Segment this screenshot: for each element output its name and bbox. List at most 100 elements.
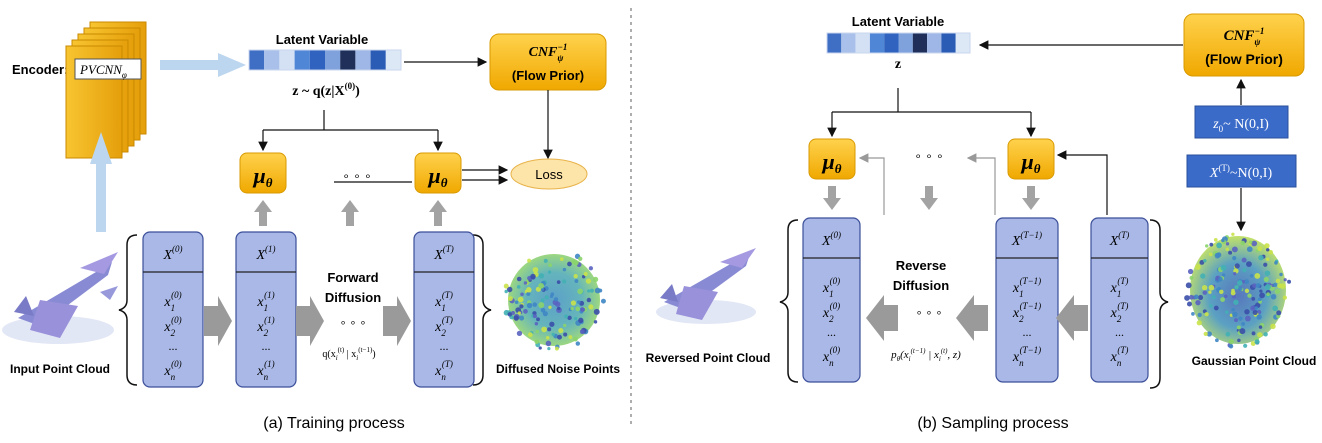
point-dot — [1209, 304, 1213, 308]
point-dot — [578, 256, 583, 261]
cnf-sub-label-a: (Flow Prior) — [512, 68, 584, 83]
state-row-2: x2(1) — [256, 315, 274, 338]
point-dot — [557, 334, 562, 340]
xt-col-to-mu-arrow — [1056, 150, 1108, 215]
point-dot — [1208, 290, 1212, 294]
point-dot — [573, 260, 579, 266]
latent-cell — [385, 50, 401, 70]
point-dot — [1263, 276, 1269, 282]
state-row-2: x2(T) — [1110, 301, 1129, 324]
open-brace-a — [118, 234, 138, 386]
latent-cell — [279, 50, 295, 70]
point-dot — [585, 278, 592, 284]
point-dot — [1268, 250, 1273, 255]
point-dot — [1274, 261, 1278, 265]
point-dot — [547, 327, 552, 332]
point-dot — [548, 305, 552, 309]
encoder-output-shaft — [160, 60, 220, 70]
point-dot — [1222, 273, 1226, 277]
point-dot — [1250, 341, 1256, 346]
point-dot — [553, 297, 559, 302]
reverse-label-2: Diffusion — [893, 278, 949, 293]
svg-text:μθ: μθ — [1021, 149, 1041, 176]
encoder-name: PVCNN — [79, 62, 123, 77]
point-dot — [568, 335, 573, 340]
point-dot — [1195, 299, 1201, 306]
point-dot — [556, 280, 561, 284]
latent-cell — [898, 33, 913, 53]
point-dot — [1266, 292, 1270, 296]
point-dot — [1238, 316, 1243, 321]
point-dot — [1259, 292, 1265, 299]
latent-cell — [827, 33, 842, 53]
state-row-ellipsis: ... — [262, 339, 271, 353]
xt-box: X(T)~N(0,I) — [1186, 154, 1297, 188]
latent-cell — [869, 33, 885, 53]
point-dot — [577, 288, 583, 295]
latent-title-a: Latent Variable — [276, 32, 368, 47]
point-dot — [1231, 246, 1238, 253]
point-dot — [558, 328, 564, 334]
point-dot — [1241, 321, 1246, 326]
loss-node: Loss — [510, 158, 588, 190]
point-dot — [543, 258, 548, 263]
point-dot — [1242, 268, 1247, 273]
state-row-2: x2(0) — [822, 301, 840, 324]
svg-text:CNFψ−1: CNFψ−1 — [1224, 26, 1265, 47]
encoder-subscript: φ — [122, 70, 127, 80]
state-row-n: xn(1) — [256, 359, 274, 382]
point-dot — [1264, 243, 1270, 249]
state-row-n: xn(T) — [1110, 345, 1129, 368]
left-arrows-b — [866, 295, 1088, 341]
point-dot — [567, 315, 572, 321]
point-dot — [1225, 242, 1230, 246]
point-dot — [1203, 259, 1207, 263]
svg-text:μθ: μθ — [822, 149, 842, 176]
state-row-ellipsis: ... — [1023, 325, 1032, 339]
latent-cell — [340, 50, 356, 70]
point-dot — [1273, 282, 1278, 288]
point-dot — [1196, 320, 1202, 326]
point-dot — [1220, 264, 1227, 271]
diffused-label: Diffused Noise Points — [496, 362, 620, 376]
point-dot — [1252, 309, 1258, 315]
point-dot — [563, 323, 567, 328]
point-dot — [1282, 295, 1287, 300]
point-dot — [1211, 295, 1216, 300]
point-dot — [1257, 297, 1262, 301]
point-dot — [1241, 257, 1247, 263]
latent-cell — [294, 50, 310, 70]
point-dot — [1251, 331, 1256, 336]
caption-b: (b) Sampling process — [917, 415, 1068, 432]
svg-text:CNFψ−1: CNFψ−1 — [529, 42, 568, 63]
point-dot — [1246, 246, 1253, 253]
point-dot — [576, 300, 581, 304]
state-column-head: X(T) — [1109, 230, 1130, 249]
point-dot — [589, 288, 594, 293]
forward-label-1: Forward — [327, 270, 378, 285]
feedback-arrow-b2 — [966, 153, 996, 215]
point-dot — [600, 298, 606, 304]
point-dot — [503, 283, 509, 289]
point-dot — [1237, 280, 1243, 286]
point-dot — [559, 257, 564, 261]
state-row-1: x1(T) — [1110, 276, 1129, 299]
point-dot — [1209, 242, 1214, 247]
point-dot — [581, 275, 586, 279]
z0-box: z0~ N(0,I) — [1194, 105, 1289, 139]
point-dot — [513, 315, 519, 321]
state-column-head: X(1) — [255, 244, 275, 263]
state-row-ellipsis: ... — [169, 339, 178, 353]
latent-cell — [325, 50, 341, 70]
point-dot — [516, 285, 521, 289]
reversed-label: Reversed Point Cloud — [646, 351, 771, 365]
point-dot — [1189, 275, 1194, 280]
point-dot — [1254, 272, 1261, 279]
point-dot — [1270, 323, 1276, 330]
encoder-output-arrow — [218, 53, 246, 77]
point-dot — [1275, 278, 1281, 284]
latent-cell — [884, 33, 899, 53]
point-dot — [516, 276, 522, 282]
encoder-label: Encoder: — [12, 62, 68, 77]
state-row-ellipsis: ... — [1115, 325, 1124, 339]
